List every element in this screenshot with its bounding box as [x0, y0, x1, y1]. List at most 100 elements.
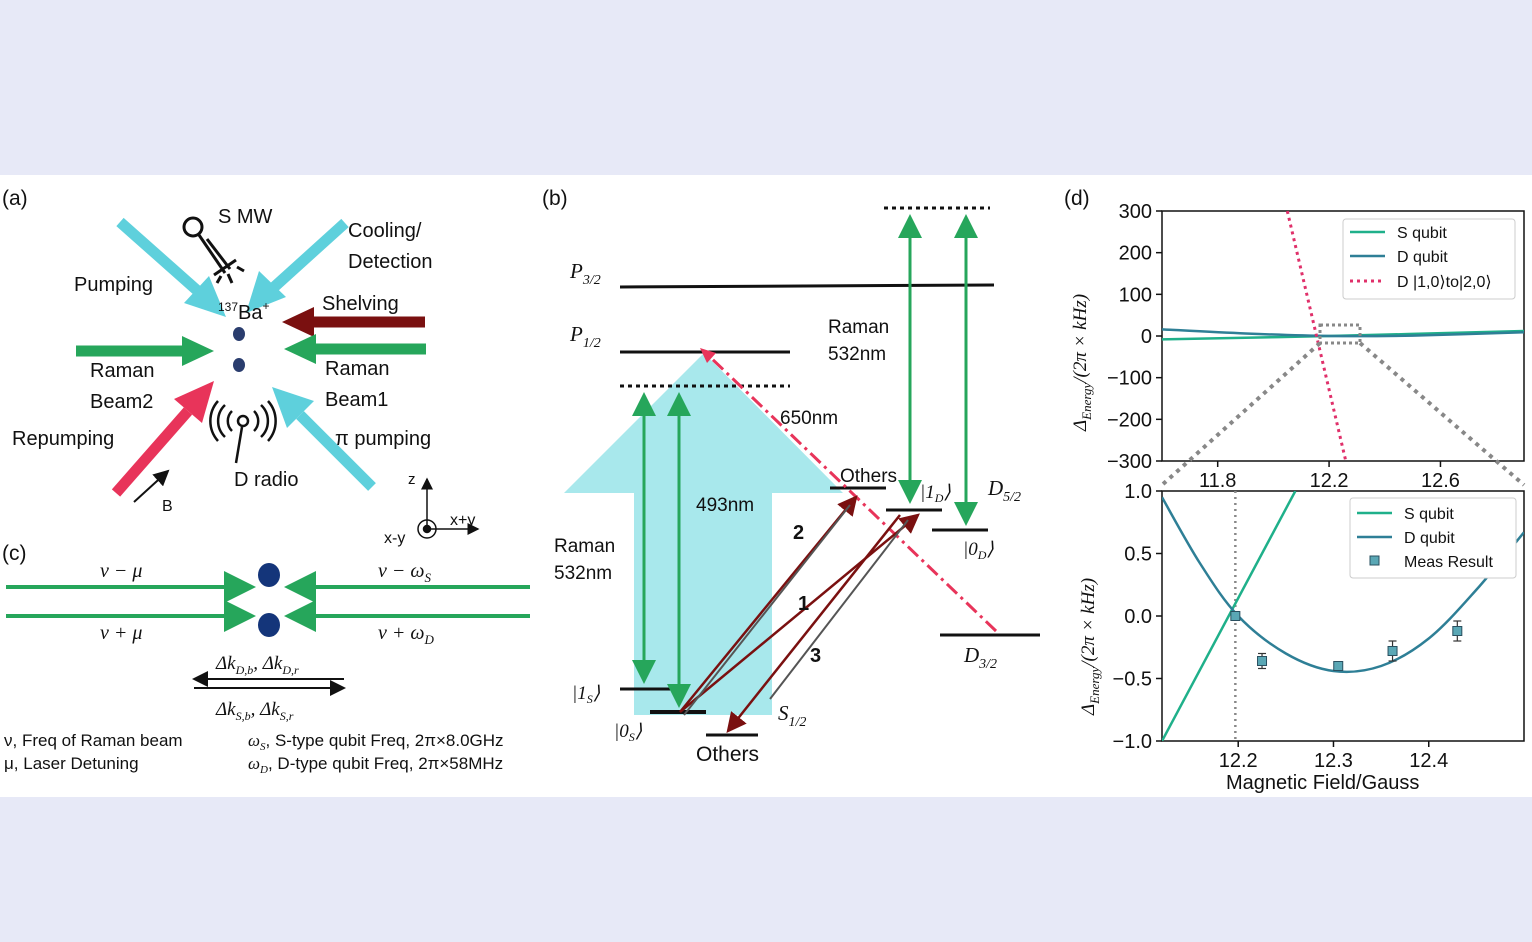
repumping-arrow [111, 381, 214, 497]
zoom-line-left [1160, 341, 1322, 487]
ion-label: 137Ba+ [218, 299, 270, 324]
meas-point [1230, 611, 1241, 621]
repump-650nm-line [706, 353, 998, 633]
raman-right-arrows [898, 214, 978, 526]
plot-bottom-xticks: 12.2 12.3 12.4 [1219, 741, 1448, 772]
series-line [1162, 328, 1524, 338]
panel-a-label: (a) [2, 187, 28, 210]
meas-point [1333, 661, 1344, 671]
freq-top-left: ν − μ [100, 560, 142, 582]
repump-650nm-head [700, 348, 716, 363]
xtick-label: 12.3 [1314, 750, 1353, 772]
level-p32 [619, 283, 995, 289]
pi-pumping-arrow [272, 387, 376, 491]
raman-left-label-1: Raman [554, 536, 615, 557]
shelving-arrow [282, 307, 425, 337]
raman-beam2-label-1: Raman [90, 360, 154, 382]
ion-top [233, 327, 245, 341]
ion-bottom [233, 358, 245, 372]
raman-beam1-arrow [284, 334, 426, 364]
big-493nm-arrow [564, 353, 843, 715]
raman-beam2-arrow [76, 336, 214, 366]
ytick-label: −1.0 [1113, 731, 1152, 753]
label-p32: P3/2 [569, 259, 601, 288]
raman-right-label-1: Raman [828, 317, 889, 338]
b-field-label: B [162, 498, 173, 515]
ket-1d: |1D⟩ [920, 482, 951, 505]
meas-point [1387, 646, 1398, 656]
ylabel-bottom: ΔEnergy/(2π × kHz) [1078, 578, 1102, 716]
ion-c-top [258, 563, 280, 587]
ytick-label: −100 [1107, 368, 1152, 390]
b-field-arrow [133, 469, 170, 503]
plot-top-legend: S qubit D qubit D |1,0⟩to|2,0⟩ [1342, 218, 1516, 300]
radio-antenna-icon [209, 400, 277, 464]
zoom-line-right [1358, 341, 1526, 487]
cooling-label: Cooling/ [348, 220, 422, 242]
series-line [1162, 491, 1297, 741]
axis-xmy-label: x-y [384, 530, 405, 547]
legend-bot-d: D qubit [1404, 530, 1455, 547]
plot-top-yticks: 300 200 100 0 −100 −200 −300 [1107, 201, 1162, 473]
series-group [1162, 491, 1524, 741]
path-1-label: 1 [798, 593, 809, 615]
ket-0d: |0D⟩ [963, 539, 994, 562]
ion-c-bottom [258, 613, 280, 637]
decay-paths [683, 504, 909, 716]
panel-c: (c) ν − μ ν + μ ν − ωS ν + ωD ΔkD,b, ΔkD… [2, 542, 530, 776]
legend-nu: ν, Freq of Raman beam [4, 731, 183, 750]
plot-top-series [1162, 211, 1524, 461]
raman-right-label-2: 532nm [828, 344, 886, 365]
legend-mu: μ, Laser Detuning [4, 754, 139, 773]
raman-beam1-label-2: Beam1 [325, 389, 388, 411]
ytick-label: −0.5 [1113, 669, 1152, 691]
path-2-label: 2 [793, 522, 804, 544]
raman-left-label-2: 532nm [554, 563, 612, 584]
ytick-label: 0.5 [1124, 544, 1152, 566]
ytick-label: 0.0 [1124, 606, 1152, 628]
freq-top-right: ν − ωS [378, 560, 432, 585]
s-mw-label: S MW [218, 206, 273, 228]
axis-xpy-label: x+y [450, 512, 475, 529]
xtick-label: 12.4 [1409, 750, 1448, 772]
series-line [1285, 211, 1348, 461]
legend-top-s: S qubit [1397, 225, 1447, 242]
path-3-label: 3 [810, 645, 821, 667]
figure-panel: (a) [0, 175, 1532, 797]
coordinate-axes [417, 477, 480, 539]
shelving-label: Shelving [322, 293, 399, 315]
panel-b-label: (b) [542, 187, 568, 210]
dk-s-label: ΔkS,b, ΔkS,r [215, 699, 294, 723]
legend-bot-meas: Meas Result [1404, 554, 1493, 571]
xtick-label: 12.2 [1219, 750, 1258, 772]
ytick-label: 300 [1119, 201, 1152, 223]
shelving-paths [679, 495, 920, 733]
raman-beam2-label-2: Beam2 [90, 391, 153, 413]
ylabel-top: ΔEnergy/(2π × kHz) [1070, 294, 1094, 432]
plot-bottom-series [1162, 491, 1524, 741]
legend-omega-d: ωD, D-type qubit Freq, 2π×58MHz [248, 754, 503, 776]
legend-bot-s: S qubit [1404, 506, 1454, 523]
ytick-label: 100 [1119, 284, 1152, 306]
label-p12: P1/2 [569, 322, 601, 351]
ytick-label: −300 [1107, 451, 1152, 473]
repumping-label: Repumping [12, 428, 114, 450]
label-others-top: Others [840, 466, 897, 487]
ytick-label: 200 [1119, 243, 1152, 265]
pumping-label: Pumping [74, 274, 153, 296]
ket-1s: |1S⟩ [572, 683, 601, 706]
d-radio-label: D radio [234, 469, 298, 491]
meas-point [1452, 626, 1463, 636]
raman-left-arrows [632, 392, 691, 708]
ytick-label: −200 [1107, 409, 1152, 431]
legend-top-d: D qubit [1397, 249, 1448, 266]
label-493nm: 493nm [696, 495, 754, 516]
panel-c-label: (c) [2, 542, 27, 565]
raman-beam1-label-1: Raman [325, 358, 389, 380]
panel-b: (b) [542, 187, 1040, 766]
ytick-label: 0 [1141, 326, 1152, 348]
cooling-arrow [246, 218, 349, 313]
